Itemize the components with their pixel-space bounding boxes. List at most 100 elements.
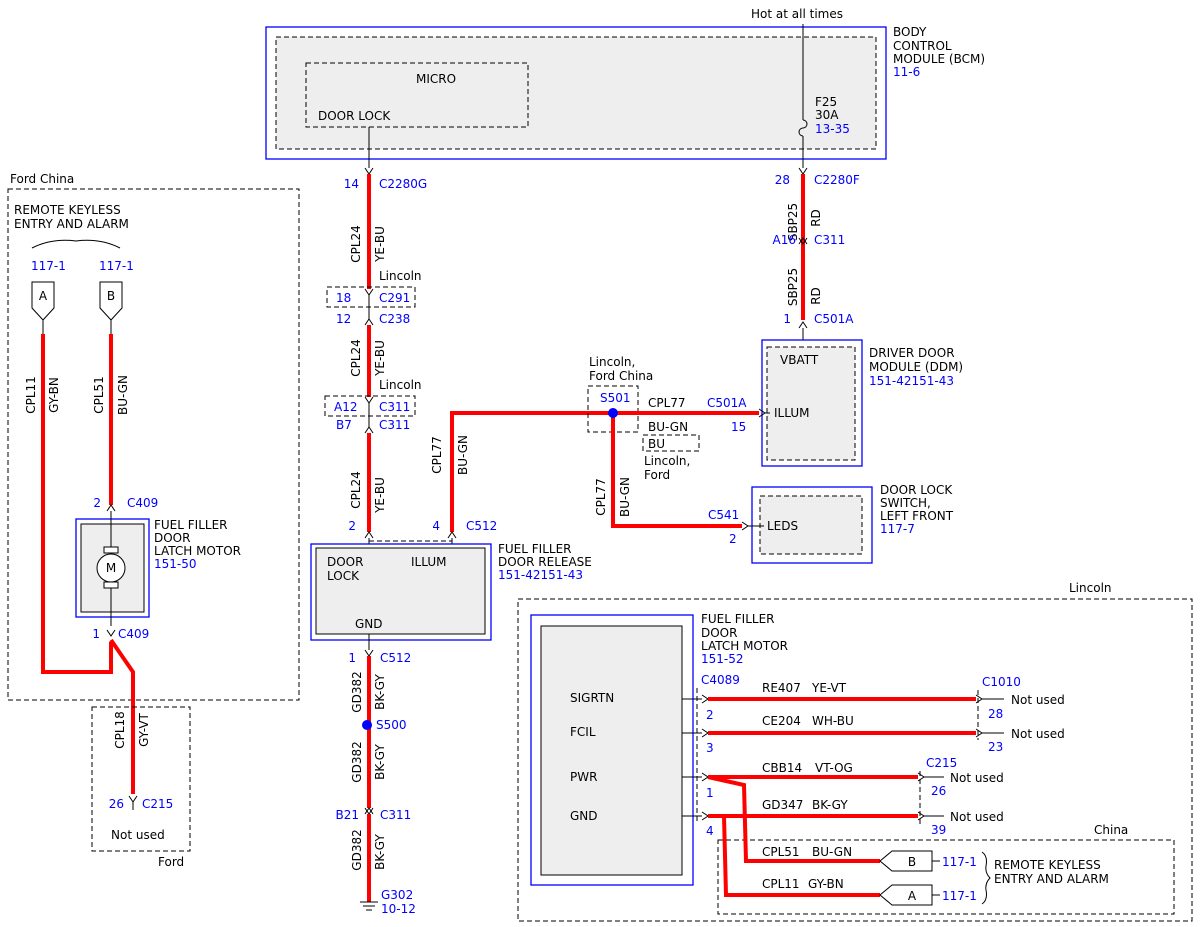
ye-vt-color: YE-VT <box>811 681 847 695</box>
motor-left-line1: FUEL FILLER <box>154 518 228 532</box>
cpl11-circuit-left: CPL11 <box>24 376 38 414</box>
ffdr-illum: ILLUM <box>411 555 446 569</box>
c541-pin: 2 <box>729 532 737 546</box>
ddm-title-line1: DRIVER DOOR <box>869 346 955 360</box>
g302-label: G302 <box>381 888 413 902</box>
cpl51-circuit-left: CPL51 <box>92 376 106 414</box>
cbb14-circuit: CBB14 <box>762 761 802 775</box>
ddm-ref: 151-42151-43 <box>869 374 954 388</box>
c541-marker <box>741 521 749 531</box>
c2280f-pin: 28 <box>775 173 790 187</box>
c291-pin: 18 <box>336 291 351 305</box>
rke-right-pin-b: B <box>908 855 916 869</box>
c512-pin4: 4 <box>432 519 440 533</box>
c215-left-marker <box>128 795 138 803</box>
motor-left-line2: DOOR <box>154 531 190 545</box>
lincoln-ford-line1: Lincoln, <box>644 454 690 468</box>
gy-bn-color-right: GY-BN <box>808 877 844 891</box>
rke-left-pin-b-icon <box>99 281 123 321</box>
cpl51-circuit-right: CPL51 <box>762 845 800 859</box>
gd382-circuit-3: GD382 <box>350 829 364 870</box>
rke-left-pin-b: B <box>107 289 115 303</box>
c501a-marker <box>798 321 808 329</box>
c1010-pin28: 28 <box>988 707 1003 721</box>
cpl11-wire-right <box>708 814 880 897</box>
c409-top-label: C409 <box>127 496 158 510</box>
dls-inner-box <box>759 495 863 555</box>
c311c-label: C311 <box>380 808 411 822</box>
c501a-illum-pin: 15 <box>731 420 746 434</box>
fuse-icon <box>798 119 808 137</box>
c215-pin26-marker <box>917 772 925 782</box>
gd347-circuit: GD347 <box>762 798 803 812</box>
gd382-circuit-1: GD382 <box>350 671 364 712</box>
ce204-circuit: CE204 <box>762 714 801 728</box>
rke-right-pin-a: A <box>908 889 917 903</box>
c1010-pin23: 23 <box>988 740 1003 754</box>
c512-label-top: C512 <box>466 519 497 533</box>
ffdr-inner-box <box>315 547 486 635</box>
cpl11-circuit-right: CPL11 <box>762 877 800 891</box>
c2280f-pin-marker <box>798 167 808 175</box>
c238-label: C238 <box>379 312 410 326</box>
c215-left-label: C215 <box>142 797 173 811</box>
ford-dashed-region <box>91 706 191 852</box>
ffdr-lock: LOCK <box>327 569 360 583</box>
motor-left-line3: LATCH MOTOR <box>154 544 241 558</box>
s500-label: S500 <box>376 718 407 732</box>
gd382-circuit-2: GD382 <box>350 741 364 782</box>
c311-a-marker-bot <box>798 237 808 245</box>
s501-label: S501 <box>600 391 631 405</box>
ffdr-title-line1: FUEL FILLER <box>498 542 572 556</box>
c541-label: C541 <box>708 508 739 522</box>
pin4-marker <box>701 811 709 821</box>
motor-right-line1: FUEL FILLER <box>701 612 775 626</box>
ffdr-ref: 151-42151-43 <box>498 568 583 582</box>
lincoln-dashed-region <box>517 598 1193 922</box>
rke-right-ref-b: 117-1 <box>942 855 977 869</box>
rd-color-upper: RD <box>809 209 823 227</box>
dls-leds: LEDS <box>767 519 798 533</box>
rke-left-pin-a: A <box>39 289 48 303</box>
motor-right-pin4: 4 <box>706 824 714 838</box>
motor-right-fcil: FCIL <box>570 725 596 739</box>
wh-bu-color: WH-BU <box>812 714 854 728</box>
fuse-name: F25 <box>815 95 837 109</box>
motor-right-pwr: PWR <box>570 770 597 784</box>
c291-marker <box>364 288 374 296</box>
c409-top-pin: 2 <box>93 496 101 510</box>
bcm-door-lock-label: DOOR LOCK <box>318 109 391 123</box>
bk-gy-color-2: BK-GY <box>373 744 387 780</box>
s501-region-line2: Ford China <box>589 369 653 383</box>
micro-label: MICRO <box>416 72 456 86</box>
c215-pin39: 39 <box>931 823 946 837</box>
bk-gy-color-1: BK-GY <box>373 674 387 710</box>
cpl11-wire-left <box>41 334 113 674</box>
lincoln-label-region: Lincoln <box>1069 581 1112 595</box>
cpl77-wire-to-dls <box>611 413 742 528</box>
cpl18-circuit: CPL18 <box>113 711 127 749</box>
c215-pin26: 26 <box>931 784 946 798</box>
not-used-23: Not used <box>1011 727 1065 741</box>
rke-right-pin-b-icon <box>879 850 933 872</box>
bu-gn-color-lower: BU-GN <box>618 477 632 517</box>
c501a-pin: 1 <box>783 312 791 326</box>
rke-left-pin-a-icon <box>31 281 55 321</box>
china-dashed-region <box>717 839 1175 915</box>
china-label: China <box>1094 823 1128 837</box>
ye-bu-color-1: YE-BU <box>373 226 387 263</box>
motor-right-pin2: 2 <box>706 708 714 722</box>
not-used-28: Not used <box>1011 693 1065 707</box>
fuse-ref: 13-35 <box>815 122 850 136</box>
cpl24-circuit-3: CPL24 <box>349 471 363 509</box>
c409-bot-label: C409 <box>118 627 149 641</box>
bu-alt-color: BU <box>648 437 665 451</box>
c311-a-label: C311 <box>814 233 845 247</box>
c1010-pin23-marker <box>975 728 983 738</box>
bu-gn-color-top: BU-GN <box>648 420 688 434</box>
c238-marker <box>364 318 374 326</box>
sbp25-circuit-lower: SBP25 <box>786 268 800 306</box>
cpl18-wire <box>109 638 135 794</box>
hot-at-all-times-label: Hot at all times <box>751 7 843 21</box>
